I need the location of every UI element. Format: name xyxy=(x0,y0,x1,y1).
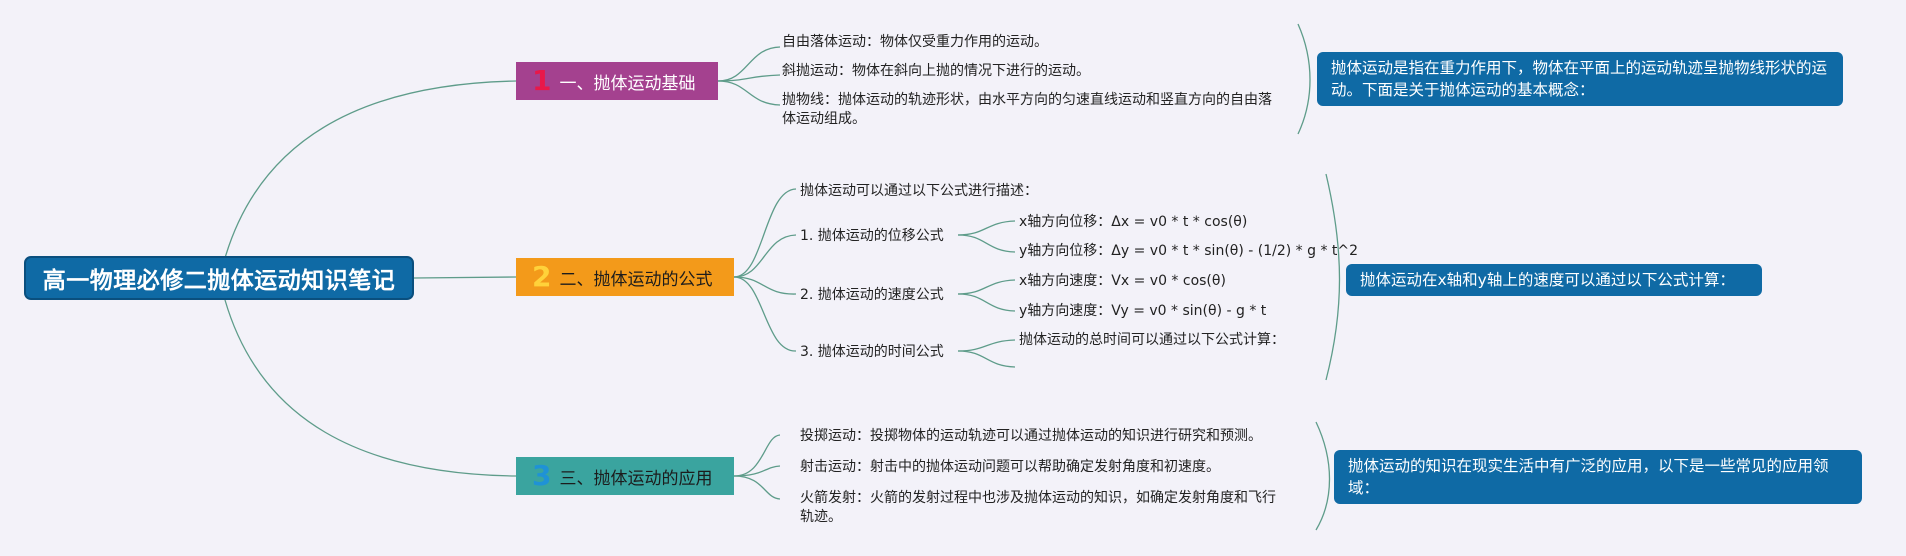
topic-basics[interactable]: 1 一、抛体运动基础 xyxy=(516,62,718,100)
topic-label: 三、抛体运动的应用 xyxy=(559,468,713,489)
leaf-x-displacement[interactable]: x轴方向位移：Δx = v0 * t * cos(θ) xyxy=(1019,214,1248,230)
topic-note-applications[interactable]: 抛体运动的知识在现实生活中有广泛的应用，以下是一些常见的应用领域： xyxy=(1334,450,1862,504)
leaf-x-velocity[interactable]: x轴方向速度：Vx = v0 * cos(θ) xyxy=(1019,273,1226,289)
formula-group-time[interactable]: 3. 抛体运动的时间公式 xyxy=(800,344,944,360)
leaf-formula-intro[interactable]: 抛体运动可以通过以下公式进行描述： xyxy=(800,183,1038,199)
topic-number: 1 xyxy=(532,64,552,97)
root-topic[interactable]: 高一物理必修二抛体运动知识笔记 xyxy=(24,256,414,300)
leaf-shooting[interactable]: 射击运动：射击中的抛体运动问题可以帮助确定发射角度和初速度。 xyxy=(800,459,1220,475)
topic-label: 二、抛体运动的公式 xyxy=(559,269,713,290)
topic-formulas[interactable]: 2 二、抛体运动的公式 xyxy=(516,258,734,296)
leaf-throwing[interactable]: 投掷运动：投掷物体的运动轨迹可以通过抛体运动的知识进行研究和预测。 xyxy=(800,428,1262,444)
topic-number: 2 xyxy=(532,260,552,293)
formula-group-velocity[interactable]: 2. 抛体运动的速度公式 xyxy=(800,287,944,303)
leaf-total-time[interactable]: 抛体运动的总时间可以通过以下公式计算： xyxy=(1019,332,1285,348)
root-title: 高一物理必修二抛体运动知识笔记 xyxy=(42,268,396,294)
topic-note-formulas[interactable]: 抛体运动在x轴和y轴上的速度可以通过以下公式计算： xyxy=(1346,264,1762,296)
leaf-y-velocity[interactable]: y轴方向速度：Vy = v0 * sin(θ) - g * t xyxy=(1019,303,1267,319)
leaf-y-displacement[interactable]: y轴方向位移：Δy = v0 * t * sin(θ) - (1/2) * g … xyxy=(1019,243,1359,259)
leaf-free-fall[interactable]: 自由落体运动：物体仅受重力作用的运动。 xyxy=(782,34,1048,50)
topic-note-basics[interactable]: 抛体运动是指在重力作用下，物体在平面上的运动轨迹呈抛物线形状的运动。下面是关于抛… xyxy=(1317,52,1843,106)
formula-group-displacement[interactable]: 1. 抛体运动的位移公式 xyxy=(800,228,944,244)
topic-applications[interactable]: 3 三、抛体运动的应用 xyxy=(516,457,734,495)
leaf-parabola[interactable]: 抛物线：抛体运动的轨迹形状，由水平方向的匀速直线运动和竖直方向的自由落体运动组成… xyxy=(782,92,1272,127)
leaf-oblique-throw[interactable]: 斜抛运动：物体在斜向上抛的情况下进行的运动。 xyxy=(782,63,1090,79)
topic-label: 一、抛体运动基础 xyxy=(559,73,696,94)
leaf-rocket-launch[interactable]: 火箭发射：火箭的发射过程中也涉及抛体运动的知识，如确定发射角度和飞行轨迹。 xyxy=(800,490,1276,525)
topic-number: 3 xyxy=(532,459,552,492)
